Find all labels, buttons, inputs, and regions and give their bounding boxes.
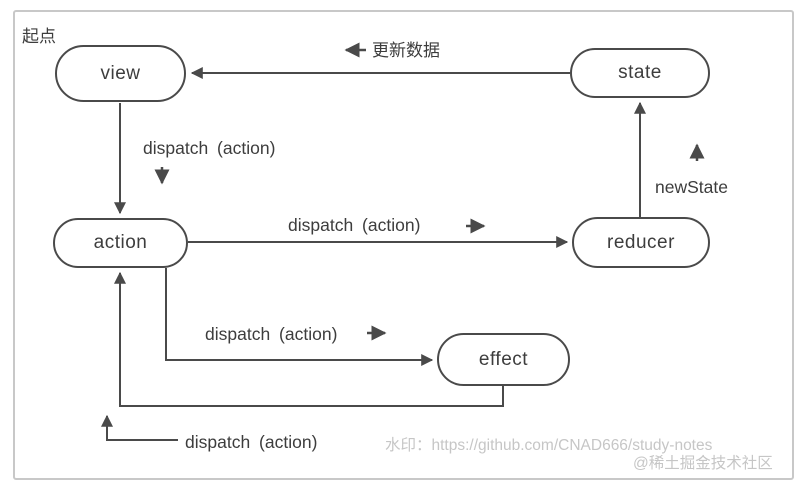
diagram-frame xyxy=(13,10,794,480)
start-point-label: 起点 xyxy=(22,27,56,46)
edge-effect-to-action xyxy=(114,271,504,407)
watermark-community: @稀土掘金技术社区 xyxy=(633,455,773,472)
dispatch-label-view-to-action: dispatch (action) xyxy=(143,138,276,158)
update-data-label: 更新数据 xyxy=(372,41,440,60)
watermark-url: 水印：https://github.com/CNAD666/study-note… xyxy=(385,437,713,454)
annotation-leader-arrow xyxy=(101,414,178,441)
dispatch-label-effect-to-action: dispatch (action) xyxy=(185,432,318,452)
node-view: view xyxy=(55,45,186,102)
edge-action-to-effect xyxy=(165,268,434,366)
dispatch-label-action-to-effect: dispatch (action) xyxy=(205,324,338,344)
dispatch-label-action-to-reducer: dispatch (action) xyxy=(288,215,421,235)
node-state: state xyxy=(570,48,710,98)
node-reducer: reducer xyxy=(572,217,710,268)
newstate-label: newState xyxy=(655,177,728,197)
node-effect: effect xyxy=(437,333,570,386)
node-action: action xyxy=(53,218,188,268)
